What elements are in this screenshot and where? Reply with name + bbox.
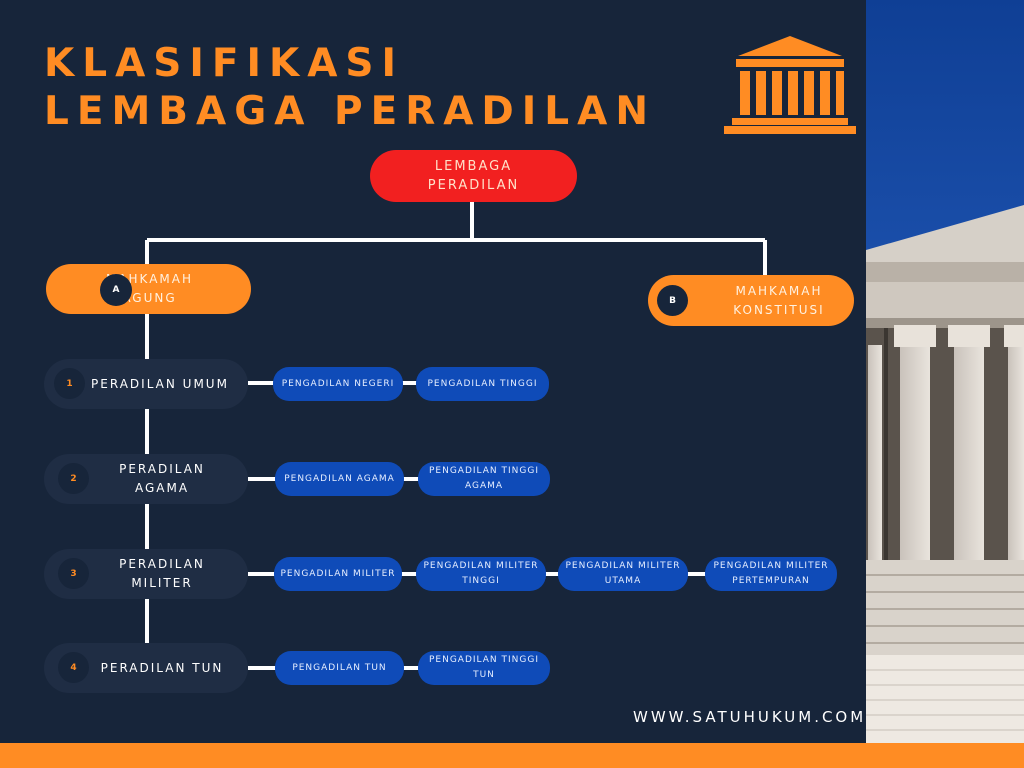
branch-badge: 3 bbox=[58, 558, 89, 589]
organ-mahkamah-konstitusi: B MAHKAMAH KONSTITUSI bbox=[648, 275, 854, 326]
website-url: WWW.SATUHUKUM.COM bbox=[633, 708, 867, 726]
branch-peradilan-agama: 2 PERADILAN AGAMA bbox=[44, 454, 248, 504]
branch-badge: 4 bbox=[58, 652, 89, 683]
court-label: PENGADILAN TINGGI AGAMA bbox=[428, 466, 540, 491]
court-label: PENGADILAN TINGGI bbox=[427, 378, 538, 389]
court-node: PENGADILAN TINGGI TUN bbox=[418, 651, 550, 685]
court-node: PENGADILAN AGAMA bbox=[275, 462, 404, 496]
court-label: PENGADILAN TINGGI TUN bbox=[428, 655, 540, 680]
courthouse-photo bbox=[866, 0, 1024, 743]
organ-label: MAHKAMAH KONSTITUSI bbox=[733, 283, 825, 317]
root-label: LEMBAGA PERADILAN bbox=[427, 159, 520, 193]
court-node: PENGADILAN MILITER UTAMA bbox=[558, 557, 688, 591]
branch-label: PERADILAN TUN bbox=[100, 660, 224, 675]
court-node: PENGADILAN NEGERI bbox=[273, 367, 403, 401]
court-label: PENGADILAN NEGERI bbox=[281, 378, 395, 389]
court-label: PENGADILAN MILITER UTAMA bbox=[565, 561, 681, 586]
title-line-1: KLASIFIKASI bbox=[44, 41, 405, 86]
title-line-2: LEMBAGA PERADILAN bbox=[44, 89, 656, 134]
branch-badge: 1 bbox=[54, 368, 85, 399]
court-node: PENGADILAN TUN bbox=[275, 651, 404, 685]
court-node: PENGADILAN MILITER PERTEMPURAN bbox=[705, 557, 837, 591]
branch-badge: 2 bbox=[58, 463, 89, 494]
courthouse-icon bbox=[724, 36, 856, 134]
page-title: KLASIFIKASI LEMBAGA PERADILAN bbox=[44, 40, 656, 136]
court-label: PENGADILAN AGAMA bbox=[284, 473, 395, 484]
root-node: LEMBAGA PERADILAN bbox=[370, 150, 577, 202]
organ-badge: A bbox=[100, 274, 132, 306]
branch-label: PERADILAN UMUM bbox=[91, 376, 229, 391]
branch-peradilan-umum: 1 PERADILAN UMUM bbox=[44, 359, 248, 409]
branch-peradilan-tun: 4 PERADILAN TUN bbox=[44, 643, 248, 693]
organ-badge: B bbox=[657, 285, 688, 316]
court-label: PENGADILAN MILITER PERTEMPURAN bbox=[713, 561, 829, 586]
court-node: PENGADILAN TINGGI AGAMA bbox=[418, 462, 550, 496]
court-label: PENGADILAN MILITER TINGGI bbox=[423, 561, 539, 586]
branch-label: PERADILAN AGAMA bbox=[119, 462, 205, 495]
court-node: PENGADILAN TINGGI bbox=[416, 367, 549, 401]
court-label: PENGADILAN TUN bbox=[292, 662, 387, 673]
court-node: PENGADILAN MILITER bbox=[274, 557, 402, 591]
court-label: PENGADILAN MILITER bbox=[280, 568, 396, 579]
organ-mahkamah-agung: A MAHKAMAH AGUNG bbox=[46, 264, 251, 314]
court-node: PENGADILAN MILITER TINGGI bbox=[416, 557, 546, 591]
branch-label: PERADILAN MILITER bbox=[119, 557, 205, 590]
footer-bar bbox=[0, 743, 1024, 768]
branch-peradilan-militer: 3 PERADILAN MILITER bbox=[44, 549, 248, 599]
